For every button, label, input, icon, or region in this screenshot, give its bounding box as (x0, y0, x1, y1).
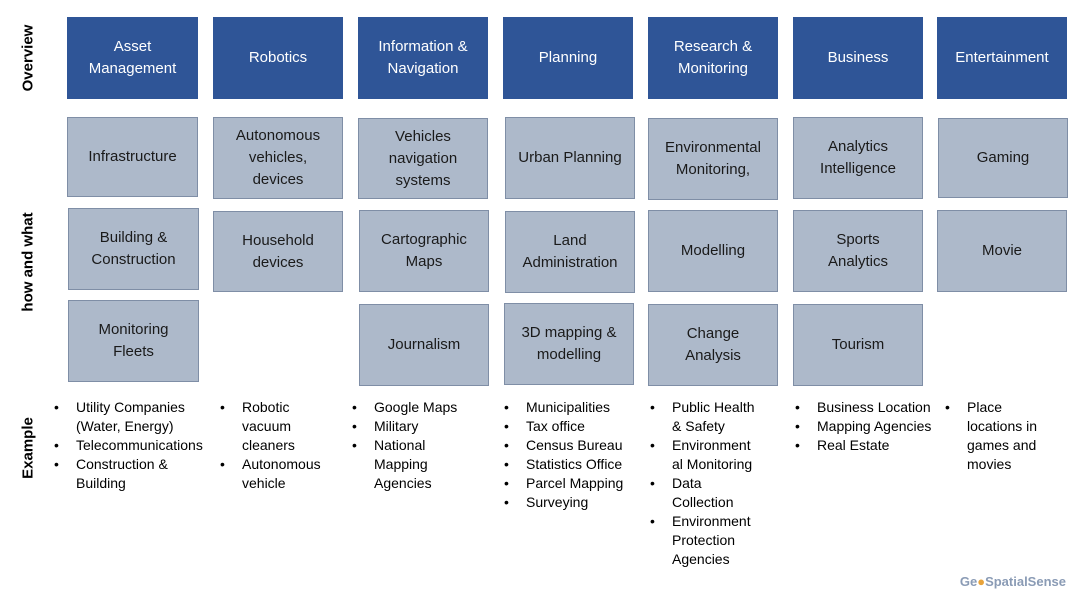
example-item: Environment al Monitoring (646, 436, 786, 474)
header-business: Business (793, 17, 923, 99)
example-item: Census Bureau (500, 436, 640, 455)
row-label-overview: Overview (19, 24, 37, 92)
example-item: Parcel Mapping (500, 474, 640, 493)
cell-building-construction: Building & Construction (68, 208, 199, 290)
example-item: Data Collection (646, 474, 786, 512)
examples-information-navigation: Google Maps Military National Mapping Ag… (348, 398, 488, 493)
header-asset-management: Asset Management (67, 17, 198, 99)
cell-household-devices: Household devices (213, 211, 343, 292)
examples-business: Business Location Mapping Agencies Real … (791, 398, 941, 455)
example-item: Environment Protection Agencies (646, 512, 786, 569)
cell-movie: Movie (937, 210, 1067, 292)
example-item: Robotic vacuum cleaners (216, 398, 346, 455)
cell-vehicles-navigation-systems: Vehicles navigation systems (358, 118, 488, 199)
example-item: National Mapping Agencies (348, 436, 488, 493)
example-item: Tax office (500, 417, 640, 436)
example-item: Utility Companies (Water, Energy) (50, 398, 215, 436)
cell-3d-mapping-modelling: 3D mapping & modelling (504, 303, 634, 385)
example-item: Autonomous vehicle (216, 455, 346, 493)
examples-entertainment: Place locations in games and movies (941, 398, 1071, 474)
example-item: Mapping Agencies (791, 417, 941, 436)
cell-change-analysis: Change Analysis (648, 304, 778, 386)
example-item: Telecommunications (50, 436, 215, 455)
example-item: Municipalities (500, 398, 640, 417)
cell-sports-analytics: Sports Analytics (793, 210, 923, 292)
header-robotics: Robotics (213, 17, 343, 99)
example-item: Real Estate (791, 436, 941, 455)
example-item: Surveying (500, 493, 640, 512)
header-planning: Planning (503, 17, 633, 99)
row-label-how-and-what: how and what (19, 212, 37, 312)
header-entertainment: Entertainment (937, 17, 1067, 99)
header-information-navigation: Information & Navigation (358, 17, 488, 99)
cell-analytics-intelligence: Analytics Intelligence (793, 117, 923, 199)
cell-autonomous-vehicles: Autonomous vehicles, devices (213, 117, 343, 199)
cell-monitoring-fleets: Monitoring Fleets (68, 300, 199, 382)
cell-urban-planning: Urban Planning (505, 117, 635, 199)
example-item: Place locations in games and movies (941, 398, 1071, 474)
examples-planning: Municipalities Tax office Census Bureau … (500, 398, 640, 512)
example-item: Military (348, 417, 488, 436)
header-research-monitoring: Research & Monitoring (648, 17, 778, 99)
cell-cartographic-maps: Cartographic Maps (359, 210, 489, 292)
cell-modelling: Modelling (648, 210, 778, 292)
geospatialsense-logo: Ge●SpatialSense (959, 574, 1066, 589)
cell-journalism: Journalism (359, 304, 489, 386)
example-item: Google Maps (348, 398, 488, 417)
example-item: Public Health & Safety (646, 398, 786, 436)
cell-gaming: Gaming (938, 118, 1068, 198)
cell-tourism: Tourism (793, 304, 923, 386)
examples-asset-management: Utility Companies (Water, Energy) Teleco… (50, 398, 215, 493)
example-item: Statistics Office (500, 455, 640, 474)
example-item: Construction & Building (50, 455, 215, 493)
examples-research-monitoring: Public Health & Safety Environment al Mo… (646, 398, 786, 569)
examples-robotics: Robotic vacuum cleaners Autonomous vehic… (216, 398, 346, 493)
example-item: Business Location (791, 398, 941, 417)
cell-environmental-monitoring: Environmental Monitoring, (648, 118, 778, 200)
row-label-example: Example (19, 417, 37, 479)
cell-infrastructure: Infrastructure (67, 117, 198, 197)
cell-land-administration: Land Administration (505, 211, 635, 293)
